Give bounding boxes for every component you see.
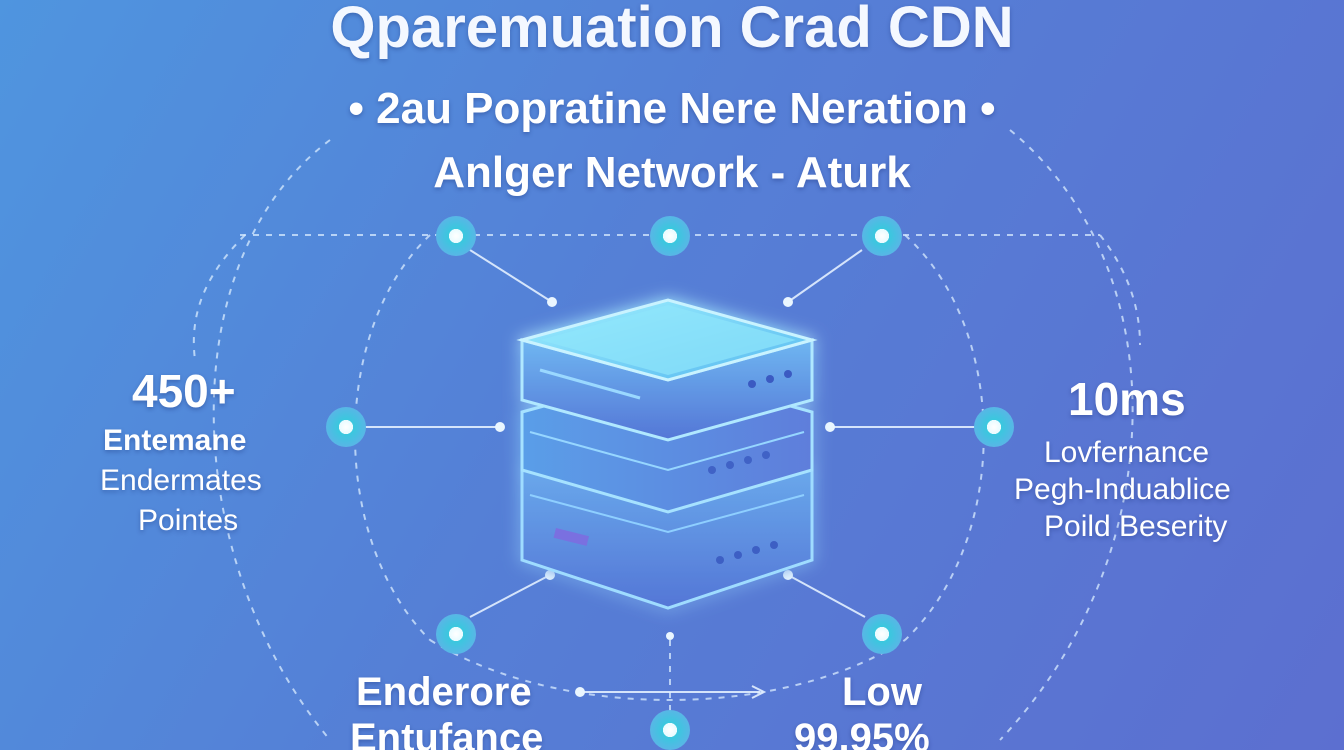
page-title: Qparemuation Crad CDN — [330, 0, 1014, 60]
inner-ring-right — [904, 234, 985, 641]
bottom-left-line-2: Entufance — [350, 716, 544, 750]
node-mid-right — [974, 407, 1014, 447]
connector-top-right — [787, 249, 863, 303]
subtitle-line-1: • 2au Popratine Nere Neration • — [348, 84, 996, 133]
node-bottom-center — [650, 710, 690, 750]
left-stat-label-3: Pointes — [138, 504, 239, 537]
node-top-center — [650, 216, 690, 256]
connector-bottom-left — [469, 574, 551, 618]
bottom-arrow-head — [751, 685, 767, 699]
node-bottom-right — [862, 614, 902, 654]
bottom-left-line-1: Enderore — [356, 670, 532, 714]
left-stat-value: 450+ — [132, 365, 236, 417]
server-tier-top — [516, 298, 818, 442]
subtitle-line-2: Anlger Network - Aturk — [433, 148, 911, 197]
node-bottom-left — [436, 614, 476, 654]
server-stack-icon — [516, 298, 818, 610]
right-stat-label-1: Lovfernance — [1044, 436, 1210, 469]
node-top-right — [862, 216, 902, 256]
outer-ring-right — [999, 129, 1134, 741]
connector-bottom-right — [787, 574, 866, 618]
connector-end-dots — [495, 297, 835, 697]
right-stat-value: 10ms — [1068, 373, 1186, 425]
node-mid-left — [326, 407, 366, 447]
bottom-right-line-1: Low — [842, 670, 922, 714]
inner-ring-left — [354, 234, 431, 641]
outer-ring-left — [212, 139, 331, 741]
left-stat-label-1: Entemane — [103, 424, 247, 457]
network-nodes — [326, 216, 1014, 750]
far-right-ring — [1099, 234, 1141, 346]
left-stat-label-2: Endermates — [100, 464, 262, 497]
right-stat-label-2: Pegh-Induablice — [1014, 473, 1231, 506]
far-left-ring — [192, 234, 246, 361]
node-top-left — [436, 216, 476, 256]
bottom-ring — [429, 639, 906, 701]
right-stat-label-3: Poild Beserity — [1044, 510, 1228, 543]
connector-top-left — [469, 249, 553, 303]
bottom-right-line-2: 99.95% — [794, 716, 930, 750]
connector-lines — [365, 249, 975, 699]
